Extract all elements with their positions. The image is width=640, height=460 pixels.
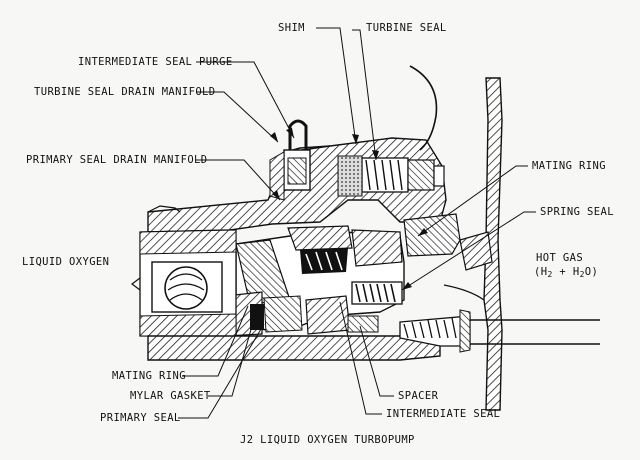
label-mating-ring-left: MATING RING <box>112 370 186 382</box>
label-spring-seal: SPRING SEAL <box>540 206 614 218</box>
spring-seal <box>351 281 403 305</box>
label-liquid-oxygen: LIQUID OXYGEN <box>22 256 110 268</box>
bearing-ball <box>164 266 208 310</box>
label-turbine-seal: TURBINE SEAL <box>366 22 447 34</box>
label-hot-gas: HOT GAS <box>536 252 584 264</box>
shaft <box>147 309 600 361</box>
label-mating-ring-right: MATING RING <box>532 160 606 172</box>
label-spacer: SPACER <box>398 390 439 402</box>
arrowheads <box>270 128 428 290</box>
label-turbine-seal-drain-manifold: TURBINE SEAL DRAIN MANIFOLD <box>34 86 216 98</box>
label-hot-gas-formula: (H2 + H2O) <box>534 266 599 279</box>
spacer-block <box>305 295 379 335</box>
leader-lines <box>178 27 536 419</box>
lead-wire <box>409 65 438 151</box>
label-mylar-gasket: MYLAR GASKET <box>130 390 211 402</box>
diagram-caption: J2 LIQUID OXYGEN TURBOPUMP <box>240 434 415 446</box>
label-intermediate-seal-purge: INTERMEDIATE SEAL PURGE <box>78 56 233 68</box>
label-intermediate-seal: INTERMEDIATE SEAL <box>386 408 501 420</box>
purge-fitting <box>269 119 311 201</box>
primary-seal-assembly <box>225 291 303 337</box>
label-primary-seal-drain-manifold: PRIMARY SEAL DRAIN MANIFOLD <box>26 154 208 166</box>
label-shim: SHIM <box>278 22 305 34</box>
mating-ring-right-part <box>403 213 461 257</box>
bearing <box>131 229 237 337</box>
label-primary-seal: PRIMARY SEAL <box>100 412 181 424</box>
turbine-housing <box>443 77 503 411</box>
turbine-seal-bolt <box>337 155 445 197</box>
